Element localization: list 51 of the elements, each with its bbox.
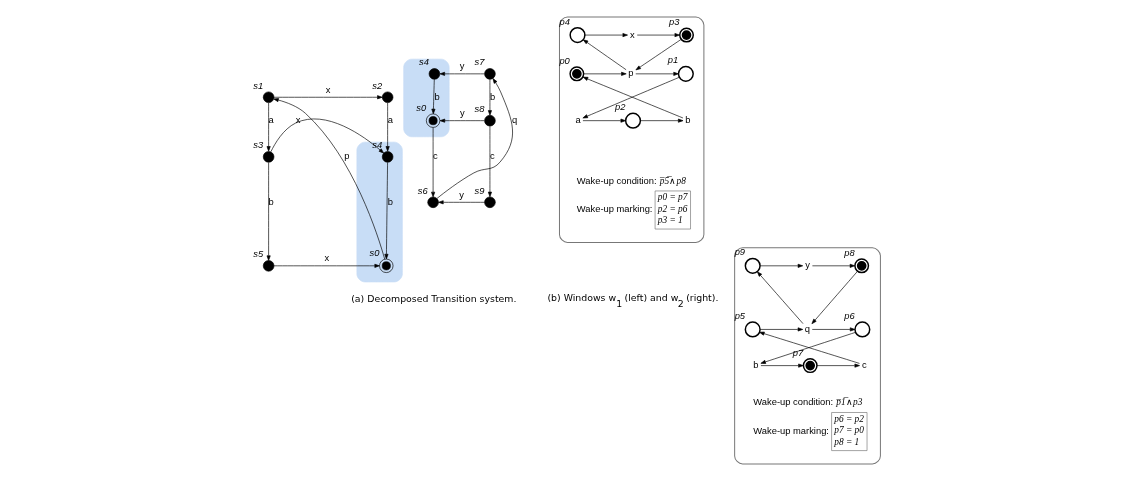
node-label: s0 [369, 247, 379, 258]
node-label: s3 [252, 139, 263, 150]
node-label: p7 [792, 347, 803, 358]
node-label: s8 [474, 103, 484, 114]
node-text: p [627, 67, 634, 78]
node-label: s4 [418, 56, 429, 67]
edge-label: y [458, 189, 464, 200]
edge-label: x [295, 114, 300, 125]
edge-label: y [459, 107, 465, 118]
edge-label: c [489, 150, 495, 161]
node-text: y [804, 259, 810, 270]
node-label: p9 [734, 246, 745, 257]
node-label: p3 [668, 16, 679, 27]
node-label: s0 [415, 102, 426, 113]
node-label: s4 [371, 139, 382, 150]
node-label: p8 [843, 247, 855, 258]
node-label: s2 [371, 80, 382, 91]
node-text: x [629, 29, 635, 40]
node-text: a [575, 114, 581, 125]
node-label: p2 [614, 101, 625, 112]
node-label: p5 [734, 310, 745, 321]
label: (a) Decomposed Transition system. [350, 292, 516, 304]
edge-label: b [387, 196, 393, 207]
node-label: s5 [252, 248, 263, 259]
node-label: Wake-up condition: p̅1̅∧p3 [752, 396, 862, 407]
node-label: s1 [252, 80, 263, 91]
node-label: s6 [417, 185, 428, 196]
node-text: b [684, 114, 690, 125]
node-text: c [861, 359, 867, 370]
edge-label: y [459, 60, 465, 71]
node-label: Wake-up marking: [752, 425, 829, 436]
node-label: p1 [667, 54, 678, 65]
node-label: Wake-up marking: [576, 203, 652, 214]
node-label: p4 [558, 16, 570, 27]
edge-label: b [268, 196, 274, 207]
node-label: p0 [558, 55, 570, 66]
edge-label: b [433, 91, 440, 102]
edge-label: c [432, 150, 438, 161]
node-label: p6 [843, 310, 855, 321]
node-text: b [752, 359, 759, 370]
edge-label: x [323, 252, 329, 263]
edge-label: a [268, 114, 274, 125]
edge-label: b [489, 91, 495, 102]
edge-label: p [343, 150, 349, 161]
edge-label: x [325, 84, 330, 95]
node-label: s7 [474, 56, 484, 67]
edge-label: a [387, 114, 393, 125]
node-label: Wake-up condition: p̅5̅∧p8 [576, 175, 686, 186]
node-label: s9 [474, 185, 484, 196]
edge-label: q [511, 114, 517, 125]
node-text: q [804, 323, 810, 334]
